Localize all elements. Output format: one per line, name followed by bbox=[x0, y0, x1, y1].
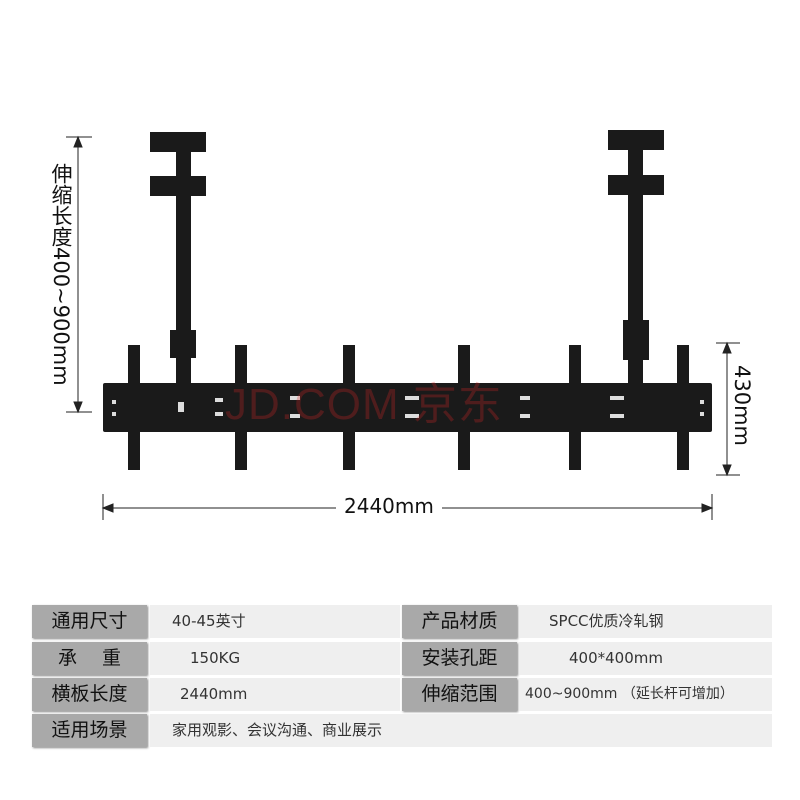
spec-label: 通用尺寸 bbox=[32, 605, 147, 638]
spec-row: 通用尺寸 40-45英寸 产品材质 SPCC优质冷轧钢 bbox=[32, 605, 772, 638]
pole-left bbox=[176, 150, 191, 385]
spec-label: 产品材质 bbox=[402, 605, 517, 638]
spec-value: 400*400mm bbox=[519, 642, 772, 675]
spec-value: SPCC优质冷轧钢 bbox=[519, 605, 772, 638]
width-label: 2440mm bbox=[336, 494, 442, 518]
spec-value: 150KG bbox=[150, 642, 400, 675]
spec-label: 承 重 bbox=[32, 642, 147, 675]
spec-value: 2440mm bbox=[150, 678, 400, 711]
spec-label: 适用场景 bbox=[32, 714, 147, 747]
watermark: JD.COM 京东 bbox=[225, 380, 503, 429]
crossbar-plate bbox=[103, 383, 712, 432]
ceiling-plate-right bbox=[608, 130, 664, 150]
ceiling-plate-left bbox=[150, 132, 206, 152]
spec-row: 适用场景 家用观影、会议沟通、商业展示 bbox=[32, 714, 772, 747]
plate-height-label: 430mm bbox=[730, 365, 754, 446]
spec-row: 横板长度 2440mm 伸缩范围 400~900mm （延长杆可增加） bbox=[32, 678, 772, 711]
ceiling-mount-drawing bbox=[66, 130, 740, 520]
spec-value: 家用观影、会议沟通、商业展示 bbox=[150, 714, 772, 747]
spec-value: 400~900mm （延长杆可增加） bbox=[519, 678, 772, 711]
height-label: 伸缩长度400~900mm bbox=[49, 163, 73, 386]
spec-label: 伸缩范围 bbox=[402, 678, 517, 711]
spec-label: 横板长度 bbox=[32, 678, 147, 711]
spec-row: 承 重 150KG 安装孔距 400*400mm bbox=[32, 642, 772, 675]
spec-value: 40-45英寸 bbox=[150, 605, 400, 638]
spec-label: 安装孔距 bbox=[402, 642, 517, 675]
